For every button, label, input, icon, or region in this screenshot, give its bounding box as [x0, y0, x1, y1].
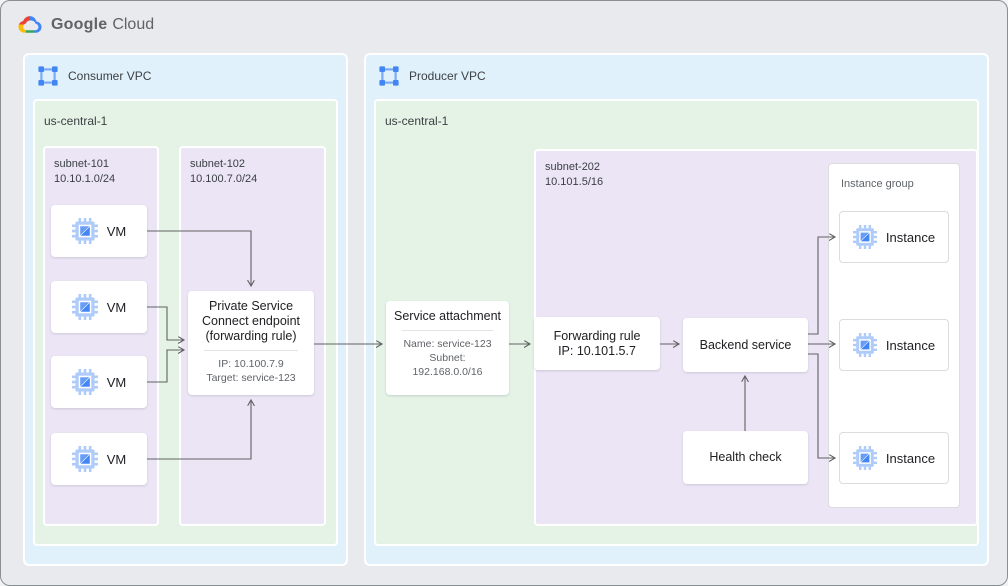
divider	[402, 330, 493, 331]
service-attachment-title: Service attachment	[394, 309, 501, 323]
vm-label: VM	[106, 451, 127, 467]
consumer-region-label: us-central-1	[44, 114, 108, 128]
producer-region-label: us-central-1	[385, 114, 449, 128]
compute-engine-chip-icon	[852, 333, 877, 357]
logo-text-google: Google	[51, 15, 108, 33]
service-attachment-cidr: 192.168.0.0/16	[412, 366, 483, 378]
service-attachment-node: Service attachment Name: service-123 Sub…	[386, 301, 509, 395]
instance-label: Instance	[885, 337, 936, 353]
instance-node-2: Instance	[839, 319, 949, 371]
subnet-202-label: subnet-202 10.101.5/16	[545, 161, 604, 188]
compute-engine-chip-icon	[852, 225, 877, 249]
backend-service-node: Backend service	[683, 318, 808, 372]
vm-label: VM	[106, 374, 127, 390]
consumer-vpc-header: Consumer VPC	[38, 66, 151, 86]
consumer-vpc-label: Consumer VPC	[68, 69, 152, 83]
forwarding-rule-ip: IP: 10.101.5.7	[558, 343, 636, 358]
subnet-101-label: subnet-101 10.10.1.0/24	[54, 158, 116, 185]
producer-vpc-label: Producer VPC	[409, 69, 486, 83]
compute-engine-chip-icon	[71, 294, 98, 320]
subnet-102-label: subnet-102 10.100.7.0/24	[190, 158, 258, 185]
service-attachment-subnet: Subnet:	[429, 352, 466, 364]
forwarding-rule-title: Forwarding rule	[553, 328, 641, 343]
backend-service-label: Backend service	[699, 337, 792, 352]
vm-node-3: VM	[51, 356, 147, 408]
health-check-label: Health check	[709, 450, 782, 464]
instance-label: Instance	[885, 450, 936, 466]
compute-engine-chip-icon	[71, 446, 98, 472]
health-check-node: Health check	[683, 431, 808, 484]
vm-node-4: VM	[51, 433, 147, 485]
instance-node-1: Instance	[839, 211, 949, 263]
vpc-network-icon	[379, 66, 399, 86]
psc-endpoint-ip: IP: 10.100.7.9	[218, 358, 284, 370]
service-attachment-name: Name: service-123	[403, 338, 492, 350]
logo-text-cloud: Cloud	[112, 15, 155, 33]
google-cloud-logo: Google Cloud	[17, 14, 154, 35]
instance-group-label: Instance group	[841, 178, 914, 190]
psc-endpoint-title: Private Service Connect endpoint (forwar…	[202, 299, 300, 343]
compute-engine-chip-icon	[71, 218, 98, 244]
google-cloud-logo-icon	[17, 14, 43, 35]
producer-vpc-header: Producer VPC	[379, 66, 486, 86]
instance-label: Instance	[885, 229, 936, 245]
divider	[204, 350, 298, 351]
vm-label: VM	[106, 299, 127, 315]
vpc-network-icon	[38, 66, 58, 86]
compute-engine-chip-icon	[71, 369, 98, 395]
forwarding-rule-node: Forwarding rule IP: 10.101.5.7	[534, 317, 660, 370]
vm-label: VM	[106, 223, 127, 239]
psc-endpoint-target: Target: service-123	[206, 372, 296, 384]
vm-node-1: VM	[51, 205, 147, 257]
psc-endpoint-node: Private Service Connect endpoint (forwar…	[188, 291, 314, 395]
compute-engine-chip-icon	[852, 446, 877, 470]
vm-node-2: VM	[51, 281, 147, 333]
instance-node-3: Instance	[839, 432, 949, 484]
